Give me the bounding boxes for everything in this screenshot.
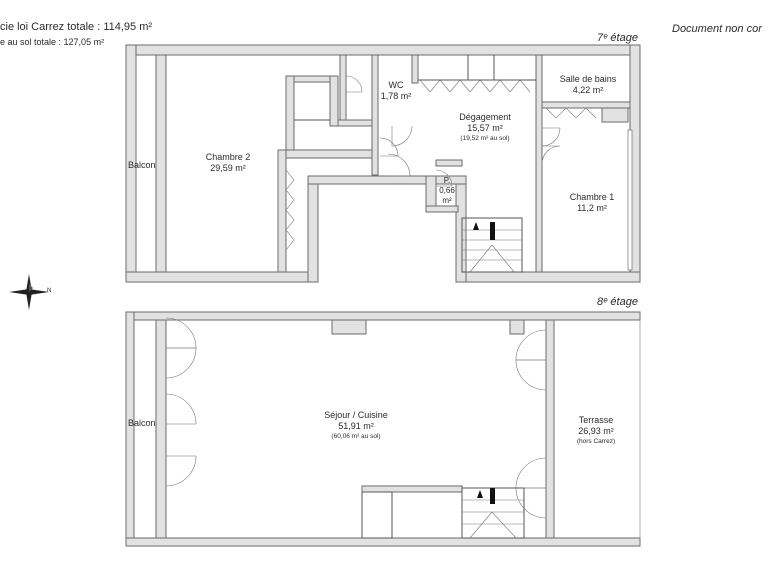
wall-chambre2-right	[277, 149, 287, 273]
wall-placard-bottom	[425, 205, 459, 213]
wall-placard-top	[435, 159, 463, 167]
room-name: Terrasse	[578, 415, 614, 425]
wall-chambre1-left	[535, 54, 543, 273]
wall-bottom-right-7	[455, 271, 641, 283]
wall-terrace	[545, 319, 555, 539]
document-notice: Document non cor	[672, 23, 762, 35]
room-note: (19,52 m² au sol)	[460, 135, 510, 142]
wall-sdb-box	[601, 107, 629, 123]
wall-sdb-bottom	[541, 101, 631, 109]
wall-wc-right	[371, 54, 379, 176]
room-note: (hors Carrez)	[576, 438, 616, 445]
room-name: Dégagement	[459, 112, 511, 122]
room-area: 26,93 m²	[578, 426, 614, 436]
room-unit: m²	[442, 196, 452, 205]
compass-rose-icon	[9, 274, 49, 310]
wall-top-7	[125, 44, 641, 56]
door-swing	[379, 137, 399, 157]
wall-notch-top	[307, 175, 467, 185]
room-area: 1,78 m²	[380, 91, 412, 101]
door-swing	[345, 75, 363, 93]
wall-balcony-8	[155, 319, 167, 539]
room-name: Salle de bains	[559, 74, 617, 84]
door-swing	[435, 169, 453, 187]
level-label-8: 8ᵉ étage	[597, 296, 638, 308]
room-name: Séjour / Cuisine	[324, 410, 388, 420]
staircase-7	[461, 217, 523, 273]
wall-kitchen-top	[361, 485, 463, 493]
wall-bottom-8	[125, 537, 641, 547]
floor-7-plan	[125, 44, 641, 283]
wall-left-8	[125, 311, 135, 547]
wall-bottom-left-7	[125, 271, 319, 283]
room-area: 4,22 m²	[572, 85, 604, 95]
door-swing	[387, 153, 411, 177]
room-name: Balcon	[128, 160, 156, 170]
wall-bump-top	[331, 319, 367, 335]
wall-deg-left	[411, 54, 419, 84]
wall-notch-left	[307, 179, 319, 283]
door-swing	[391, 125, 413, 147]
room-chambre-1: Chambre 1 11,2 m²	[556, 192, 628, 214]
room-name: P.	[443, 176, 451, 185]
door-swing	[541, 127, 561, 147]
room-degagement: Dégagement 15,57 m² (19,52 m² au sol)	[446, 112, 524, 143]
wall-wc-left	[339, 54, 347, 121]
room-area: 29,59 m²	[210, 163, 246, 173]
wall-corridor-top	[285, 149, 377, 159]
room-name: Balcon	[128, 418, 156, 428]
wall-top-8	[125, 311, 641, 321]
level-label-7: 7ᵉ étage	[597, 32, 638, 44]
wall-closet-top	[293, 75, 331, 83]
room-wc: WC 1,78 m²	[376, 80, 416, 102]
compass-label: N	[47, 288, 52, 294]
room-placard: P. 0,66 m²	[436, 176, 458, 206]
room-chambre-2: Chambre 2 29,59 m²	[196, 152, 260, 174]
room-area: 0,66	[439, 186, 455, 195]
room-sejour-cuisine: Séjour / Cuisine 51,91 m² (60,06 m² au s…	[314, 410, 398, 441]
room-name: Chambre 1	[569, 192, 615, 202]
wall-balcony-7	[155, 54, 167, 273]
floor-total: e au sol totale : 127,05 m²	[0, 37, 105, 47]
wall-closet-left	[285, 75, 295, 151]
wall-wc-bottom-a	[337, 119, 373, 127]
door-swing	[541, 145, 561, 165]
room-note: (60,06 m² au sol)	[331, 433, 381, 440]
room-name: WC	[388, 80, 404, 90]
room-area: 51,91 m²	[338, 421, 374, 431]
room-name: Chambre 2	[205, 152, 251, 162]
floor-8-plan	[125, 311, 641, 547]
wall-closet-right	[329, 75, 339, 127]
room-area: 15,57 m²	[467, 123, 503, 133]
room-area: 11,2 m²	[577, 203, 607, 213]
room-salle-de-bains: Salle de bains 4,22 m²	[552, 74, 624, 96]
kitchen-unit	[361, 491, 393, 539]
room-balcon-7: Balcon	[128, 160, 156, 171]
carrez-total: cie loi Carrez totale : 114,95 m²	[0, 21, 153, 33]
room-terrasse: Terrasse 26,93 m² (hors Carrez)	[564, 415, 628, 446]
wall-bump-top-right	[509, 319, 525, 335]
room-balcon-8: Balcon	[128, 418, 156, 429]
